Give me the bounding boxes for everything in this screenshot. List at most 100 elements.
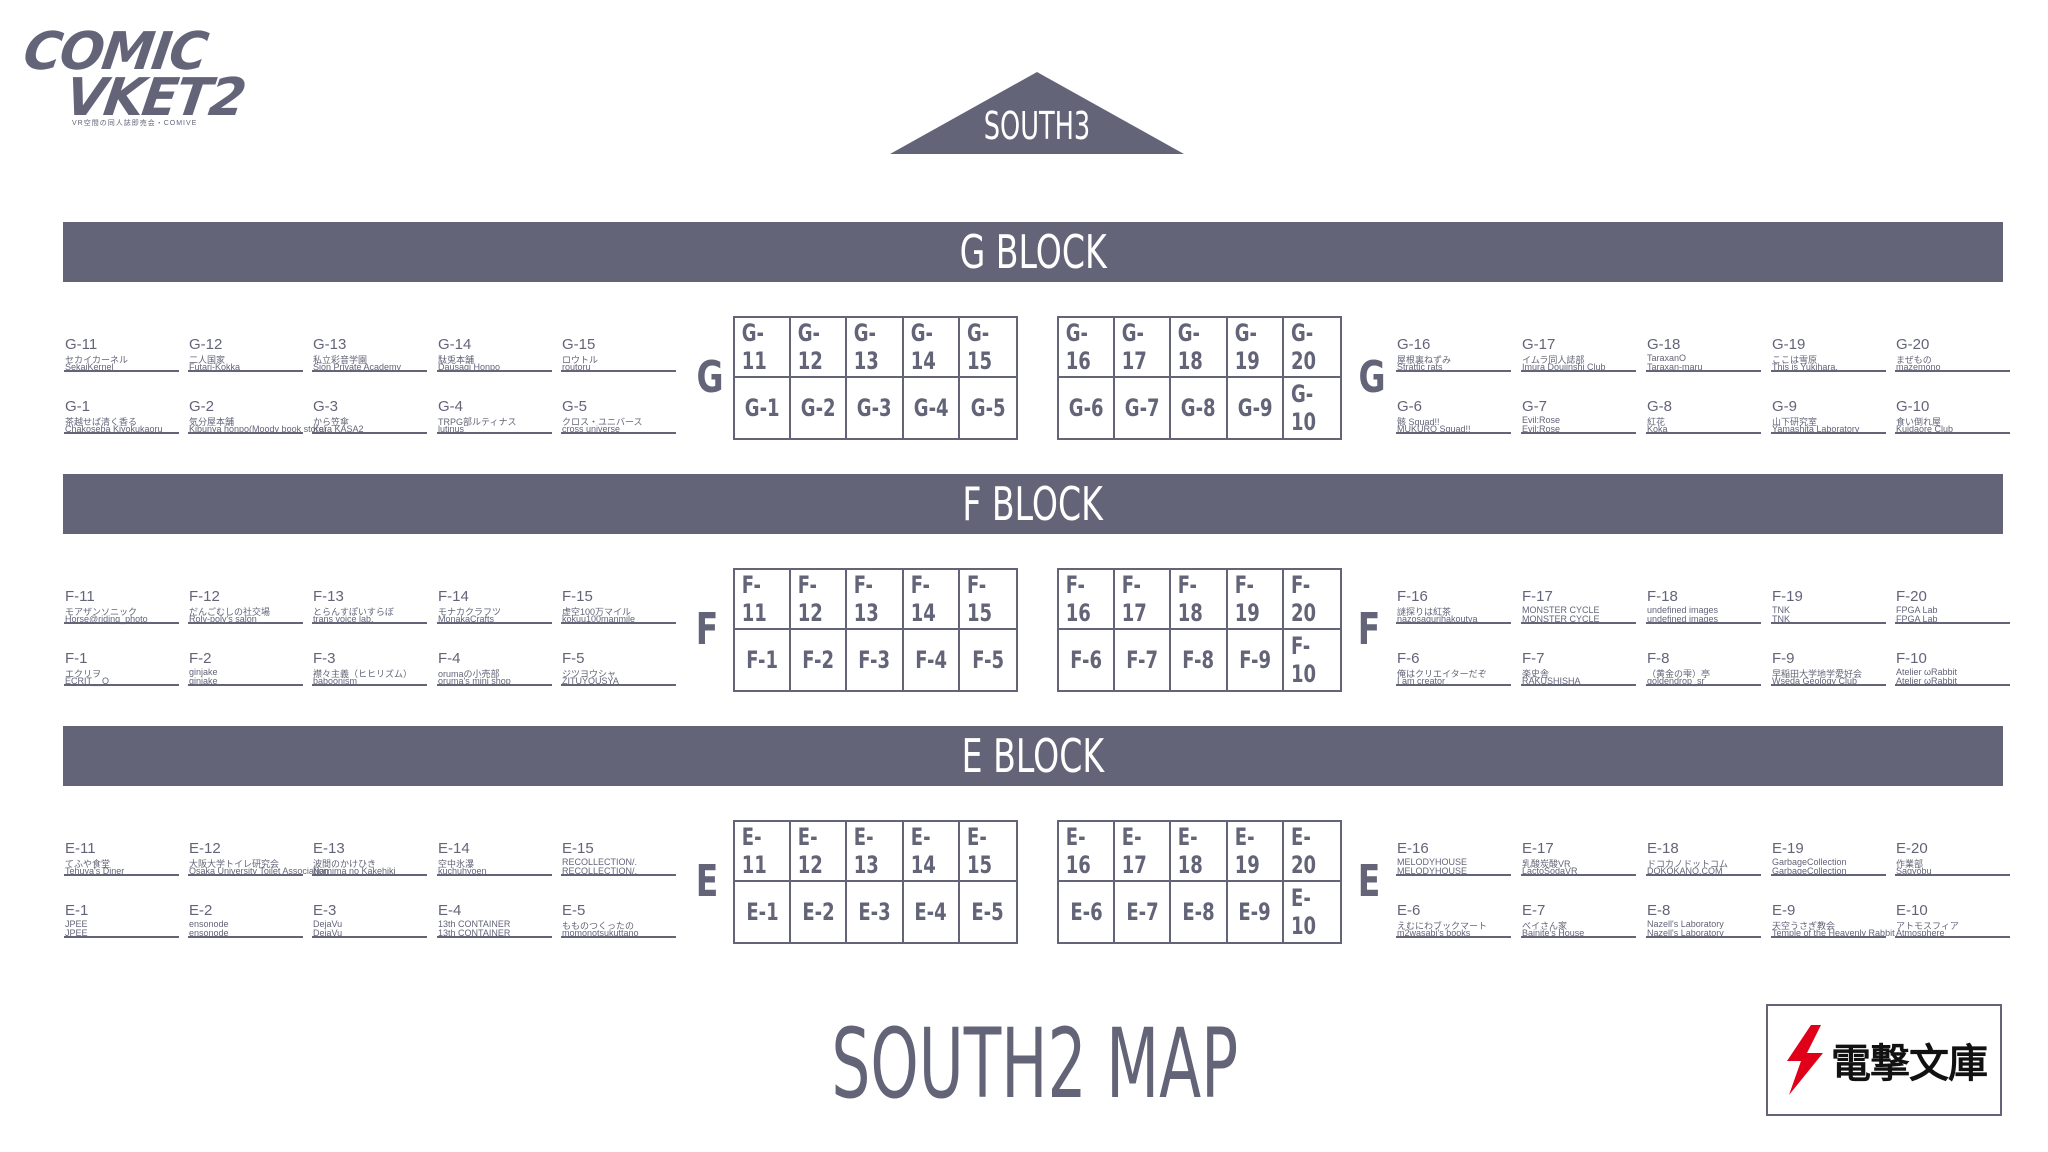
booth-cell[interactable]: F-3 (847, 630, 904, 690)
booth-cell[interactable]: G-7 (1115, 378, 1172, 438)
booth-cell[interactable]: G-16 (1059, 318, 1116, 378)
booth-cell[interactable]: G-14 (903, 318, 960, 378)
booth-cell[interactable]: E-20 (1283, 822, 1340, 882)
booth-cell[interactable]: F-4 (904, 630, 960, 690)
booth-cell[interactable]: E-16 (1059, 822, 1116, 882)
booth-cell[interactable]: G-8 (1171, 378, 1228, 438)
booth-cell[interactable]: E-19 (1227, 822, 1284, 882)
booth-cell[interactable]: E-2 (791, 882, 848, 942)
booth-cell[interactable]: G-18 (1171, 318, 1228, 378)
booth-cell[interactable]: G-6 (1059, 378, 1116, 438)
booth-cell[interactable]: F-11 (735, 570, 792, 630)
booth-cell[interactable]: F-20 (1283, 570, 1340, 630)
booth-cell[interactable]: G-10 (1290, 380, 1316, 436)
booth-cell[interactable]: G-11 (735, 318, 792, 378)
booth-cell[interactable]: G-2 (791, 378, 848, 438)
booth-cell[interactable]: E-13 (847, 822, 904, 882)
booth-cell[interactable]: E-6 (1059, 882, 1116, 942)
booth-cell[interactable]: F-14 (903, 570, 960, 630)
booth-cell[interactable]: F-2 (791, 630, 848, 690)
south3-entrance[interactable]: SOUTH3 (890, 72, 1184, 154)
booth-cell[interactable]: F-5 (972, 646, 1004, 674)
booth-cell[interactable]: F-1 (735, 630, 792, 690)
booth-cell[interactable]: E-1 (735, 882, 792, 942)
booth-cell[interactable]: E-10 (1290, 884, 1316, 940)
booth-cell[interactable]: E-17 (1115, 822, 1172, 882)
booth-cell[interactable]: E-11 (735, 822, 792, 882)
booth-cell[interactable]: F-6 (1059, 630, 1116, 690)
booth-cell[interactable]: G-20 (1283, 318, 1340, 378)
booth-cell[interactable]: F-9 (1228, 630, 1284, 690)
booth-cell[interactable]: E-4 (904, 882, 960, 942)
booth-cell[interactable]: F-18 (1171, 570, 1228, 630)
booth-cell[interactable]: E-9 (1228, 882, 1284, 942)
booth-cell[interactable]: E-8 (1171, 882, 1228, 942)
booth-cell[interactable]: G-15 (959, 318, 1016, 378)
booth-cell[interactable]: G-4 (904, 378, 960, 438)
booth-cell[interactable]: G-17 (1115, 318, 1172, 378)
booth-cell[interactable]: F-13 (847, 570, 904, 630)
booth-cell[interactable]: E-18 (1171, 822, 1228, 882)
booth-cell[interactable]: G-9 (1228, 378, 1284, 438)
booth-cell[interactable]: F-17 (1115, 570, 1172, 630)
booth-cell[interactable]: F-16 (1059, 570, 1116, 630)
booth-cell[interactable]: E-15 (959, 822, 1016, 882)
booth-cell[interactable]: E-3 (847, 882, 904, 942)
booth-cell[interactable]: G-1 (735, 378, 792, 438)
booth-cell[interactable]: E-7 (1115, 882, 1172, 942)
